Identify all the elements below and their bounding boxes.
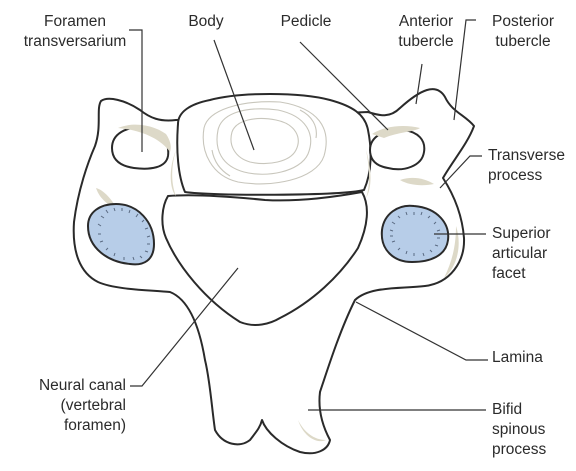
label-line: articular bbox=[492, 244, 551, 264]
label-line: facet bbox=[492, 264, 551, 284]
label-line: transversarium bbox=[2, 32, 148, 52]
label-line: process bbox=[488, 166, 565, 186]
label-transverse-process: Transverse process bbox=[488, 146, 565, 186]
label-bifid-spinous-process: Bifid spinous process bbox=[492, 400, 546, 460]
label-anterior-tubercle: Anterior tubercle bbox=[388, 12, 464, 52]
label-line: Foramen bbox=[2, 12, 148, 32]
label-foramen-transversarium: Foramen transversarium bbox=[2, 12, 148, 52]
label-line: Body bbox=[176, 12, 236, 32]
leader-lamina bbox=[356, 302, 488, 360]
label-posterior-tubercle: Posterior tubercle bbox=[476, 12, 570, 52]
label-line: process bbox=[492, 440, 546, 460]
label-line: tubercle bbox=[388, 32, 464, 52]
label-line: Posterior bbox=[476, 12, 570, 32]
label-line: Neural canal bbox=[0, 376, 126, 396]
label-line: Anterior bbox=[388, 12, 464, 32]
label-line: Pedicle bbox=[266, 12, 346, 32]
label-line: Lamina bbox=[492, 348, 543, 368]
label-superior-articular-facet: Superior articular facet bbox=[492, 224, 551, 284]
label-line: (vertebral bbox=[0, 396, 126, 416]
label-line: tubercle bbox=[476, 32, 570, 52]
label-line: Transverse bbox=[488, 146, 565, 166]
label-body: Body bbox=[176, 12, 236, 32]
label-neural-canal: Neural canal (vertebral foramen) bbox=[0, 376, 126, 436]
label-lamina: Lamina bbox=[492, 348, 543, 368]
label-line: foramen) bbox=[0, 416, 126, 436]
label-pedicle: Pedicle bbox=[266, 12, 346, 32]
label-line: Bifid bbox=[492, 400, 546, 420]
label-line: spinous bbox=[492, 420, 546, 440]
label-line: Superior bbox=[492, 224, 551, 244]
